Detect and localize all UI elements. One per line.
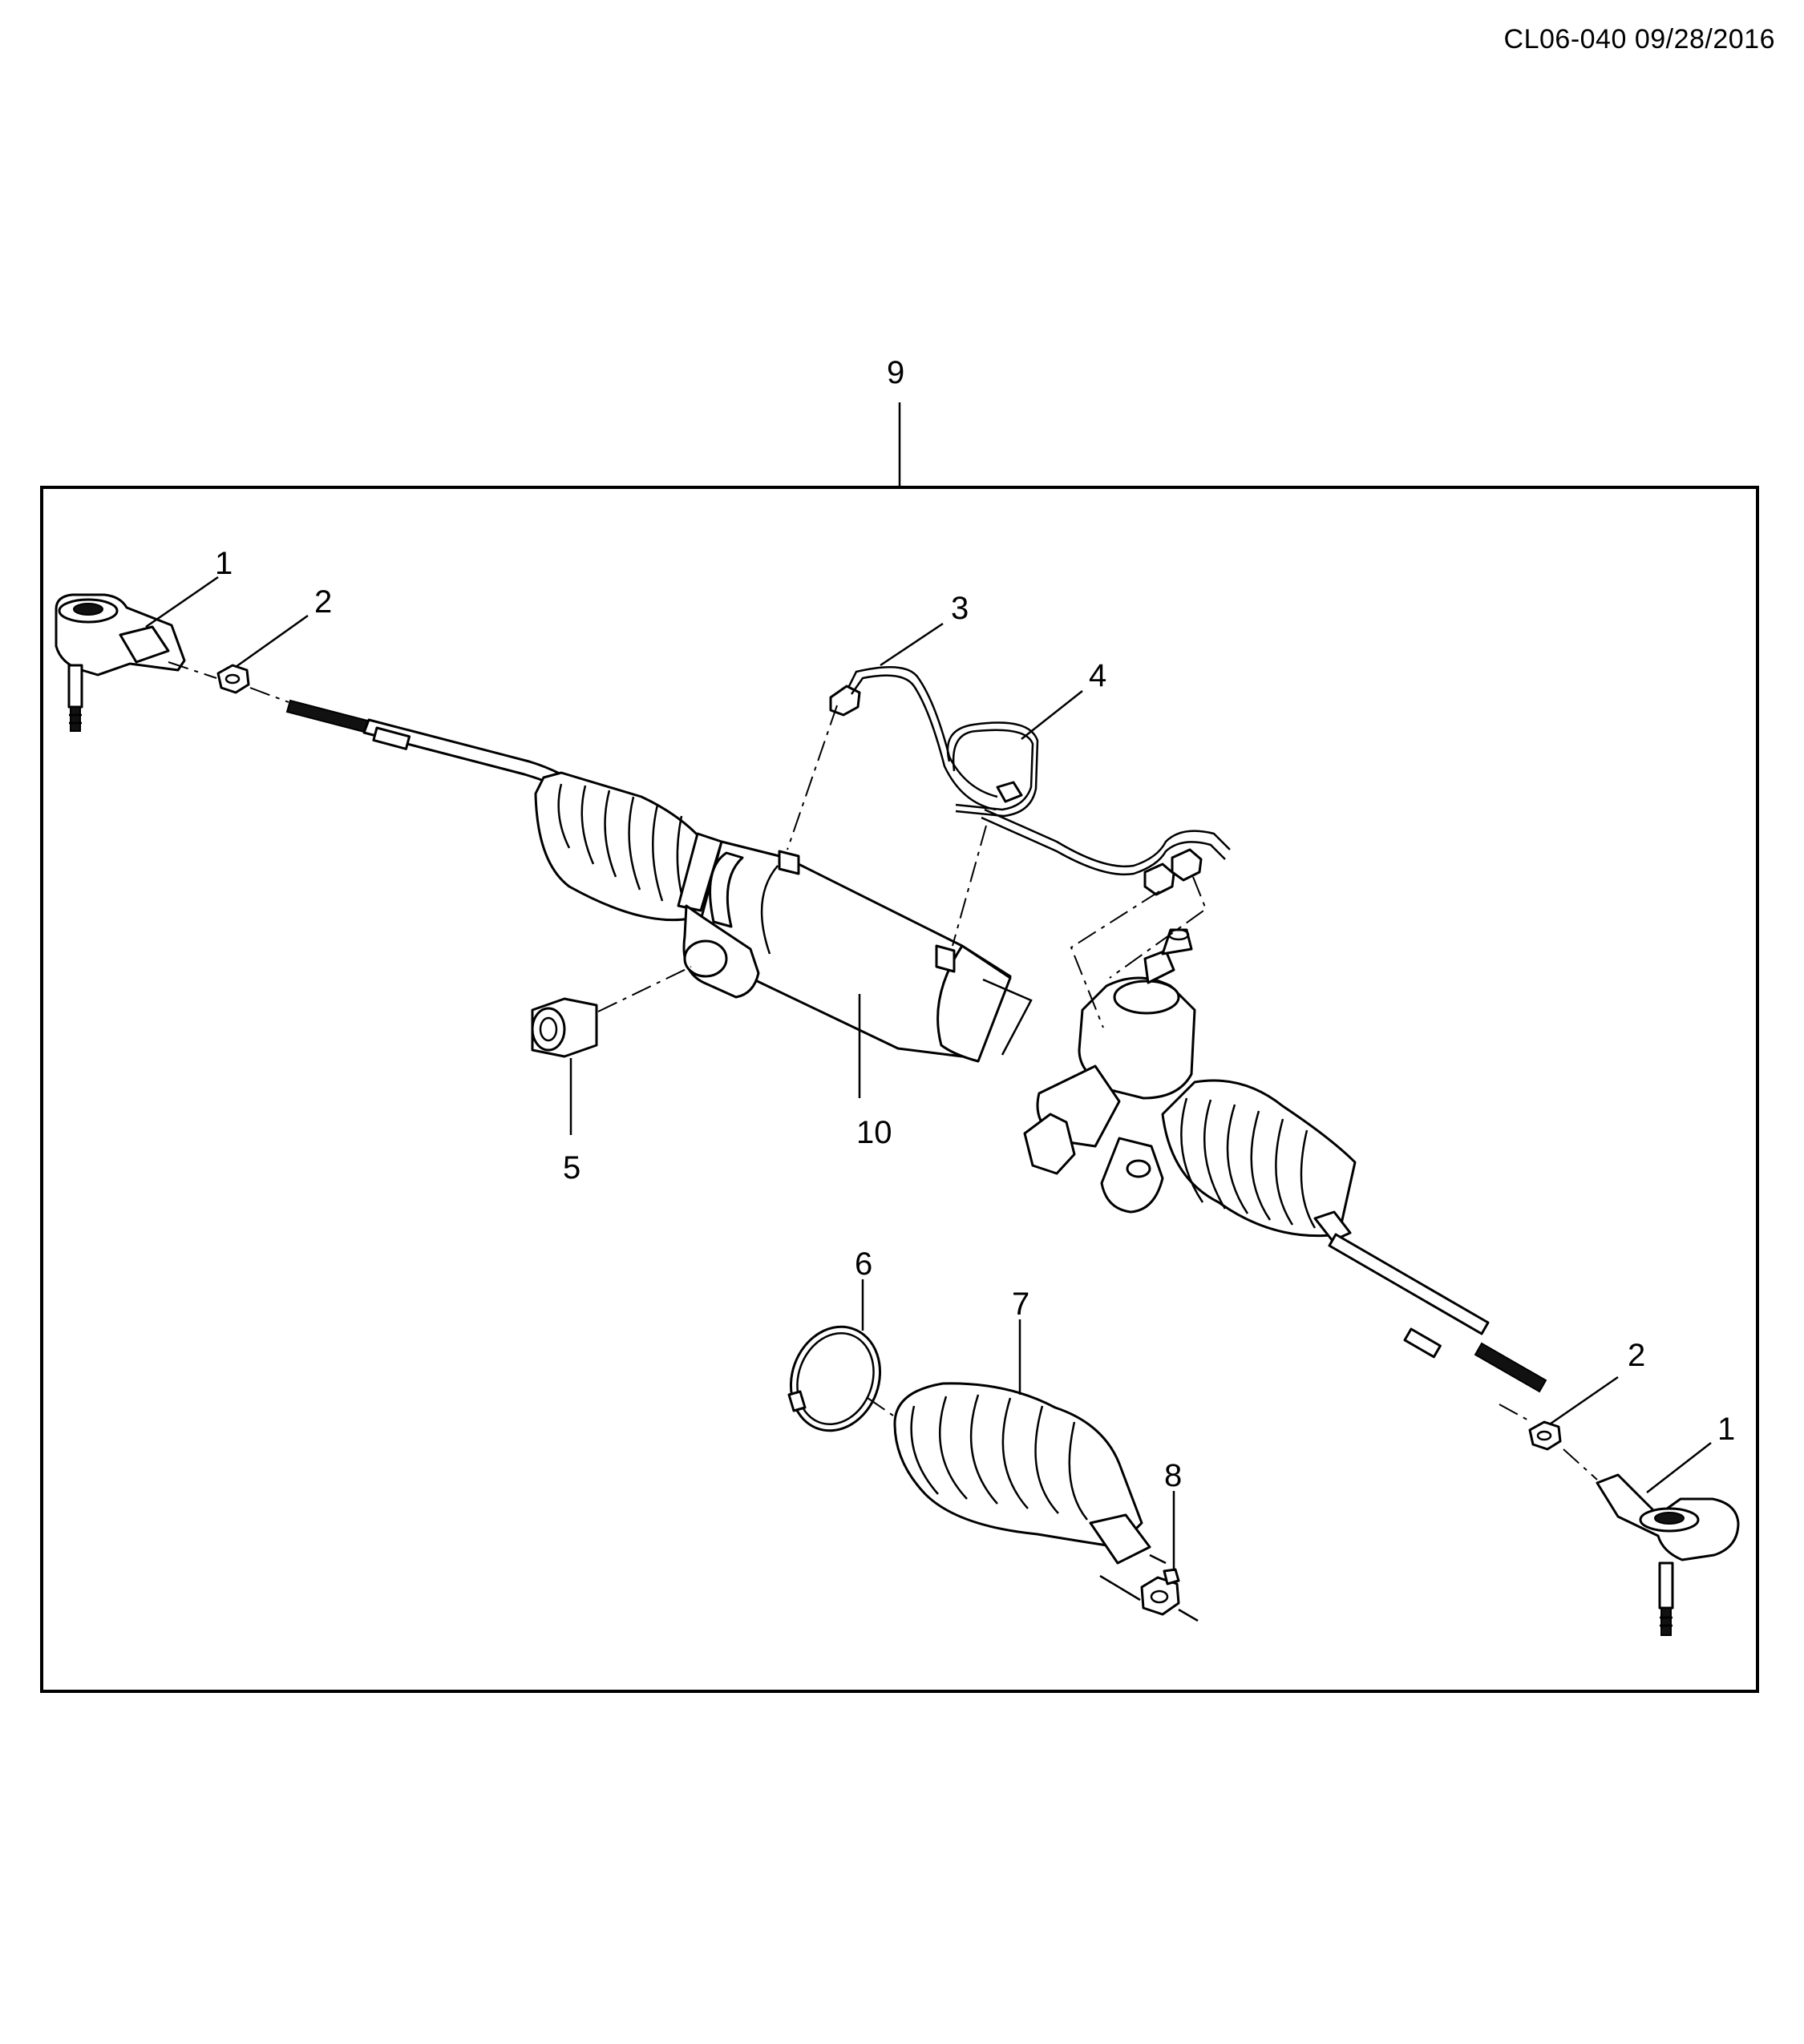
bushing-5 xyxy=(531,997,598,1058)
callout-6: 6 xyxy=(855,1246,872,1282)
tie-rod-end-left xyxy=(55,593,186,732)
callout-2-right: 2 xyxy=(1628,1338,1645,1373)
callout-7: 7 xyxy=(1012,1287,1029,1322)
callout-5: 5 xyxy=(563,1150,580,1186)
tie-rod-end-right xyxy=(1596,1473,1740,1636)
clamp-6 xyxy=(787,1325,882,1432)
callout-2-left: 2 xyxy=(314,584,332,620)
clip-8 xyxy=(1140,1568,1180,1616)
callout-1-left: 1 xyxy=(215,546,233,581)
nut-left xyxy=(216,664,250,694)
callout-8: 8 xyxy=(1164,1458,1182,1493)
bellows-right xyxy=(1161,1079,1357,1242)
bellows-7 xyxy=(893,1382,1167,1565)
callout-9: 9 xyxy=(887,355,904,390)
callout-10: 10 xyxy=(856,1115,892,1150)
pipe-3 xyxy=(829,665,998,811)
page-code: CL06-040 09/28/2016 xyxy=(1503,24,1775,55)
inner-tie-rod-right xyxy=(1328,1233,1547,1393)
bellows-left xyxy=(534,771,723,922)
pipe-4 xyxy=(946,721,1231,896)
rack-housing xyxy=(682,840,1033,1063)
callout-4: 4 xyxy=(1089,658,1106,693)
nut-right xyxy=(1528,1420,1562,1451)
callout-3: 3 xyxy=(951,591,969,626)
inner-tie-rod-left xyxy=(285,699,563,787)
callout-1-right: 1 xyxy=(1717,1412,1735,1447)
pinion-housing xyxy=(1023,928,1196,1214)
